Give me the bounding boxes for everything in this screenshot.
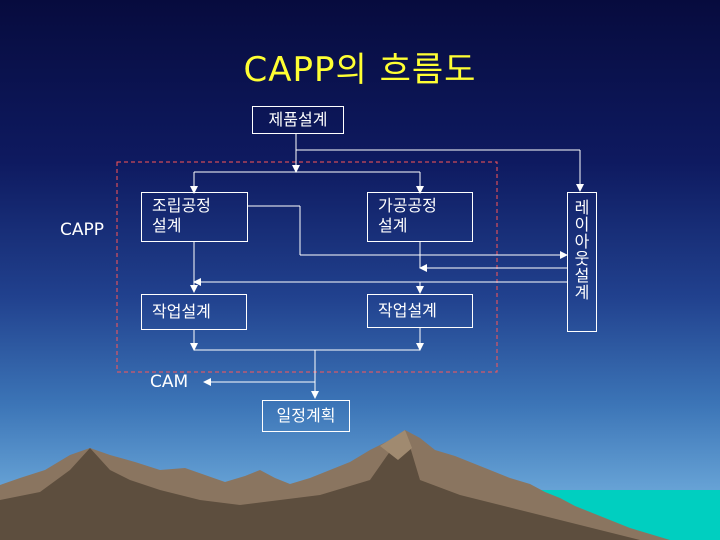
schedule-label: 일정계획 — [276, 406, 336, 425]
work-design-right-label: 작업설계 — [378, 301, 437, 320]
work-design-right-box: 작업설계 — [367, 294, 473, 328]
machining-process-line2: 설계 — [378, 216, 408, 235]
assembly-process-box: 조립공정 설계 — [141, 192, 248, 242]
layout-design-box: 레이아웃설계 — [567, 192, 597, 332]
connectors — [190, 133, 584, 399]
assembly-process-line1: 조립공정 — [152, 196, 211, 215]
cam-label: CAM — [150, 372, 189, 392]
product-design-box: 제품설계 — [252, 106, 344, 134]
work-design-left-box: 작업설계 — [141, 294, 247, 330]
capp-label: CAPP — [60, 220, 105, 240]
page-title: CAPP의 흐름도 — [243, 50, 477, 90]
work-design-left-label: 작업설계 — [152, 302, 211, 321]
layout-design-label: 레이아웃설계 — [574, 198, 590, 302]
product-design-label: 제품설계 — [268, 110, 328, 129]
schedule-box: 일정계획 — [262, 400, 350, 432]
landscape — [0, 430, 720, 540]
machining-process-box: 가공공정 설계 — [367, 192, 473, 242]
capp-boundary — [116, 161, 498, 373]
assembly-process-line2: 설계 — [152, 216, 182, 235]
machining-process-line1: 가공공정 — [378, 196, 437, 215]
mountain-highlight — [380, 430, 412, 460]
mountain-shadow — [0, 430, 640, 540]
